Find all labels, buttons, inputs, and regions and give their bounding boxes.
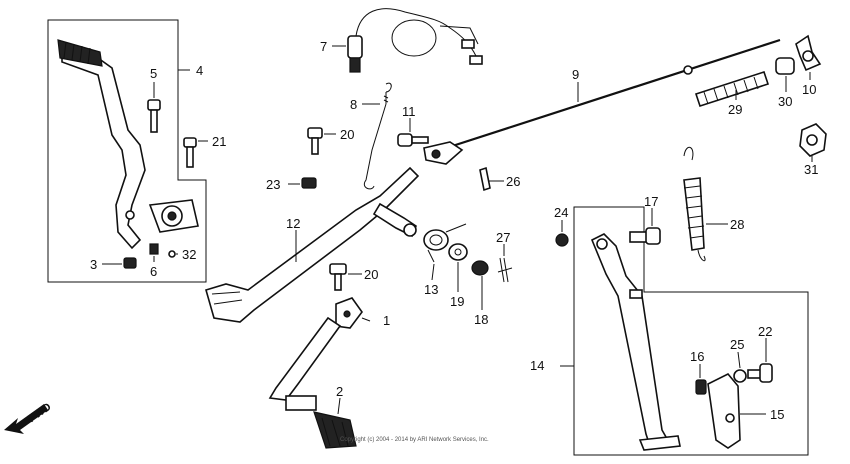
kick-starter-arm xyxy=(57,39,146,250)
callout-13: 13 xyxy=(424,282,438,297)
callout-31: 31 xyxy=(804,162,818,177)
spring-28 xyxy=(683,146,706,262)
callout-20-lower: 20 xyxy=(364,267,378,282)
group-outline-14 xyxy=(573,206,809,456)
callout-1: 1 xyxy=(383,313,390,328)
side-stand-14 xyxy=(590,233,681,451)
washer-6 xyxy=(149,243,159,255)
bolt-11 xyxy=(397,133,429,147)
callout-25: 25 xyxy=(730,337,744,352)
callout-20-upper: 20 xyxy=(340,127,354,142)
washer-19 xyxy=(448,243,468,261)
callout-30: 30 xyxy=(778,94,792,109)
pin-26 xyxy=(479,166,491,192)
kick-starter-boss xyxy=(148,199,199,233)
washer-25 xyxy=(733,369,747,383)
callout-19: 19 xyxy=(450,294,464,309)
callout-4: 4 xyxy=(196,63,203,78)
callout-5: 5 xyxy=(150,66,157,81)
spring-29 xyxy=(694,70,770,108)
nut-18 xyxy=(471,260,489,276)
pin-32 xyxy=(168,250,176,258)
nut-24 xyxy=(555,233,569,247)
brake-rod-9 xyxy=(423,38,781,165)
return-spring-13 xyxy=(423,223,467,263)
callout-27: 27 xyxy=(496,230,510,245)
callout-6: 6 xyxy=(150,264,157,279)
callout-7: 7 xyxy=(320,39,327,54)
callout-8: 8 xyxy=(350,97,357,112)
callout-9: 9 xyxy=(572,67,579,82)
nut-31 xyxy=(799,123,827,157)
spring-8 xyxy=(363,82,392,190)
bolt-22 xyxy=(747,363,773,383)
callout-2: 2 xyxy=(336,384,343,399)
leader-lines xyxy=(102,45,813,415)
callout-21: 21 xyxy=(212,134,226,149)
brake-pedal-12 xyxy=(205,166,420,323)
fwd-label: FWD xyxy=(26,401,53,425)
bolt-5 xyxy=(147,99,161,133)
nut-23 xyxy=(301,177,317,189)
bolt-17 xyxy=(629,227,661,245)
group-outline-4 xyxy=(47,19,207,283)
wing-nut-10 xyxy=(795,34,822,72)
cotter-pin-27 xyxy=(497,257,513,283)
bolt-21 xyxy=(183,137,197,168)
callout-3: 3 xyxy=(90,257,97,272)
bolt-20-lower xyxy=(329,263,347,291)
shift-pedal-rubber-2 xyxy=(285,395,357,449)
callout-32: 32 xyxy=(182,247,196,262)
callout-23: 23 xyxy=(266,177,280,192)
callout-28: 28 xyxy=(730,217,744,232)
callout-22: 22 xyxy=(758,324,772,339)
callout-10: 10 xyxy=(802,82,816,97)
callout-24: 24 xyxy=(554,205,568,220)
copyright-notice: Copyright (c) 2004 - 2014 by ARI Network… xyxy=(340,437,489,443)
collar-30 xyxy=(775,57,795,75)
callout-12: 12 xyxy=(286,216,300,231)
callout-15: 15 xyxy=(770,407,784,422)
nut-3 xyxy=(123,257,137,269)
callout-29: 29 xyxy=(728,102,742,117)
gear-change-arm-1 xyxy=(268,297,363,401)
callout-17: 17 xyxy=(644,194,658,209)
bracket-15 xyxy=(707,373,741,449)
callout-14: 14 xyxy=(530,358,544,373)
callout-11: 11 xyxy=(402,104,416,119)
bolt-20-upper xyxy=(307,127,323,155)
callout-16: 16 xyxy=(690,349,704,364)
pin-16 xyxy=(695,379,707,395)
forward-arrow: FWD xyxy=(4,401,54,434)
stop-switch-7 xyxy=(347,8,483,73)
callout-26: 26 xyxy=(506,174,520,189)
callout-18: 18 xyxy=(474,312,488,327)
